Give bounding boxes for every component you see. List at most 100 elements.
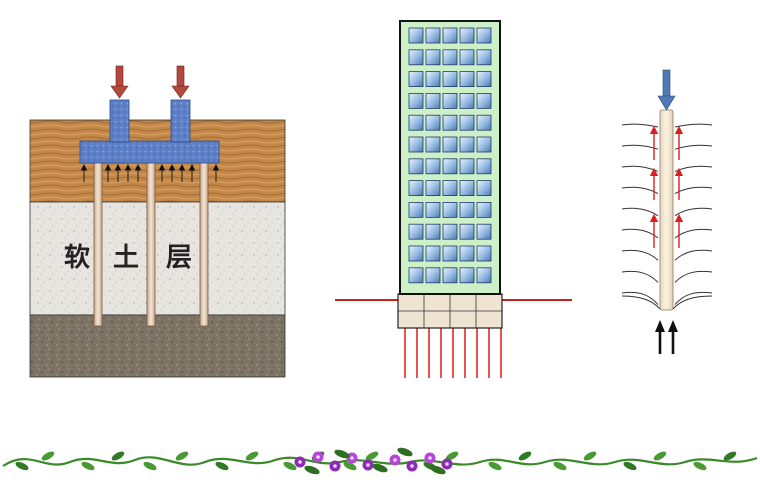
- pile-group-diagram: 软 土 层: [29, 65, 286, 378]
- vine-flower-center: [428, 456, 432, 460]
- building-piles: [404, 328, 502, 378]
- building-window: [408, 201, 424, 218]
- building-window: [442, 27, 458, 44]
- vine-flower-center: [298, 460, 302, 464]
- building-window: [442, 267, 458, 284]
- soft-soil-layer: [29, 201, 286, 316]
- skin-friction-arrows: [649, 125, 684, 248]
- vine-leaf: [81, 461, 95, 471]
- vine-leaf: [723, 451, 737, 461]
- load-arrow-left: [110, 65, 129, 99]
- soil-curve-left: [621, 207, 659, 217]
- vine-leaf: [334, 449, 350, 459]
- vine-flower-center: [350, 456, 354, 460]
- vine-flower-center: [366, 463, 370, 467]
- vine-leaf: [518, 451, 532, 461]
- vine-leaf: [488, 461, 502, 471]
- single-pile: [659, 109, 674, 311]
- soil-curve-left: [621, 165, 659, 172]
- soft-soil-char-3: 层: [166, 243, 192, 273]
- soil-curve-left: [621, 228, 659, 239]
- building-window: [476, 93, 492, 109]
- building-window: [442, 136, 458, 153]
- building-window: [408, 49, 424, 66]
- vine-flower-center: [316, 455, 320, 459]
- building-diagram: [335, 20, 572, 378]
- building-window: [425, 223, 441, 240]
- vine-leaf: [343, 461, 357, 471]
- vine-leaf: [583, 451, 597, 461]
- vine-leaf: [693, 461, 707, 471]
- building-window: [476, 180, 492, 197]
- building-window: [408, 136, 424, 153]
- building-window: [459, 114, 475, 131]
- building-window: [425, 49, 441, 66]
- building-window: [425, 245, 441, 262]
- soil-curve-left: [621, 270, 659, 283]
- soil-curve-right: [674, 207, 713, 217]
- vine-leaf: [15, 461, 29, 471]
- building-window: [476, 49, 492, 66]
- vine-flower-center: [410, 464, 414, 468]
- vine-leaf: [41, 451, 55, 461]
- building-window: [459, 180, 475, 197]
- building-window: [476, 201, 492, 218]
- vine-flower-center: [333, 464, 337, 468]
- vine-leaf: [175, 451, 189, 461]
- pile-load-arrow: [657, 69, 676, 111]
- vine-flower-center: [445, 462, 449, 466]
- load-arrow-right: [171, 65, 190, 99]
- building-window: [476, 114, 492, 131]
- soil-curve-right: [674, 270, 713, 283]
- building-window: [476, 267, 492, 284]
- building-window: [459, 136, 475, 153]
- column-right: [170, 99, 191, 143]
- building-window: [408, 71, 424, 87]
- soil-curve-right: [672, 295, 713, 310]
- building-window: [459, 267, 475, 284]
- building-window: [442, 223, 458, 240]
- vine-leaf: [365, 451, 379, 461]
- bearing-soil-layer: [29, 314, 286, 378]
- building-window: [476, 158, 492, 175]
- building-window: [408, 245, 424, 262]
- pile-left: [93, 149, 103, 327]
- building-window: [442, 71, 458, 87]
- building-window: [408, 27, 424, 44]
- vine-leaf: [653, 451, 667, 461]
- vine-leaf: [111, 451, 125, 461]
- building-window: [476, 136, 492, 153]
- soil-curve-left: [621, 144, 659, 150]
- building-window: [476, 27, 492, 44]
- building-window: [459, 158, 475, 175]
- vine-leaf: [283, 461, 297, 471]
- building-window: [459, 245, 475, 262]
- building-window: [408, 114, 424, 131]
- vine-leaf: [445, 451, 459, 461]
- vine-leaf: [143, 461, 157, 471]
- building-window: [408, 180, 424, 197]
- building-window: [425, 267, 441, 284]
- building-window: [476, 245, 492, 262]
- soft-soil-char-1: 软: [64, 243, 90, 273]
- building-window: [408, 158, 424, 175]
- vine-leaf: [245, 451, 259, 461]
- building-window: [425, 136, 441, 153]
- building-window: [459, 223, 475, 240]
- vine-leaf: [430, 465, 446, 475]
- building-window: [425, 201, 441, 218]
- soil-curve-right: [674, 249, 713, 261]
- building-window: [459, 93, 475, 109]
- building-window: [459, 71, 475, 87]
- soil-curve-right: [674, 291, 713, 305]
- building-window: [425, 93, 441, 109]
- soil-curve-left: [621, 249, 659, 261]
- soil-curve-left: [621, 295, 661, 310]
- building-window: [408, 267, 424, 284]
- soil-curve-right: [674, 144, 713, 150]
- building-window: [442, 114, 458, 131]
- pile-cap: [79, 140, 220, 164]
- single-pile-diagram: [621, 69, 713, 354]
- soil-curve-right: [674, 228, 713, 239]
- building-window: [442, 245, 458, 262]
